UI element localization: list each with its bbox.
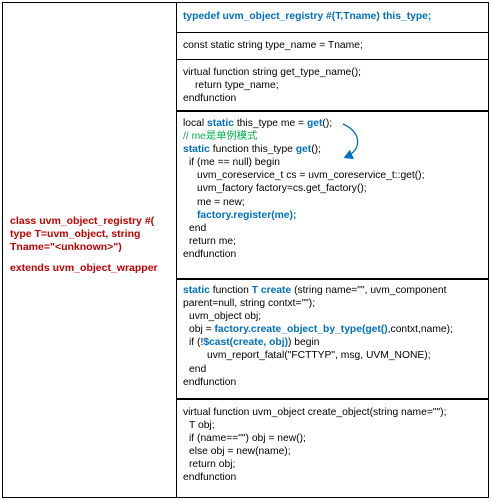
class-declaration-text: class uvm_object_registry #( type T=uvm_… xyxy=(10,215,175,275)
singleton-get-cell: local static this_type me = get(); // me… xyxy=(177,112,489,280)
class-body-panel: typedef uvm_object_registry #(T,Tname) t… xyxy=(177,2,489,498)
code-line: static function this_type get(); xyxy=(183,144,321,156)
code-line: me = new; xyxy=(197,196,245,208)
code-line: static function T create (string name=""… xyxy=(183,285,447,296)
code-line: virtual function string get_type_name(); xyxy=(183,67,361,78)
code-line: T obj; xyxy=(189,420,215,432)
code-line: typedef uvm_object_registry #(T,Tname) t… xyxy=(183,11,432,22)
code-line: uvm_factory factory=cs.get_factory(); xyxy=(197,183,367,195)
extends-line: extends uvm_object_wrapper xyxy=(10,262,158,274)
code-line: if (name=="") obj = new(); xyxy=(189,433,306,445)
diagram-frame xyxy=(2,2,489,498)
class-declaration-panel: class uvm_object_registry #( type T=uvm_… xyxy=(2,2,177,498)
code-line: virtual function uvm_object create_objec… xyxy=(183,407,447,418)
code-line: else obj = new(name); xyxy=(189,446,291,458)
code-line: return type_name; xyxy=(195,80,279,92)
code-line: endfunction xyxy=(183,472,237,484)
code-line: end xyxy=(189,222,207,234)
code-line: if (!$cast(create, obj)) begin xyxy=(189,337,320,349)
code-line: return obj; xyxy=(189,459,236,471)
comment-line: // me是单例模式 xyxy=(183,131,258,143)
create-object-cell: virtual function uvm_object create_objec… xyxy=(177,400,489,498)
code-line: factory.register(me); xyxy=(197,209,297,221)
code-line: if (me == null) begin xyxy=(189,157,281,169)
class-decl-line: class uvm_object_registry #( xyxy=(10,215,155,227)
get-type-name-cell: virtual function string get_type_name();… xyxy=(177,60,489,112)
code-line: return me; xyxy=(189,235,236,247)
typedef-cell: typedef uvm_object_registry #(T,Tname) t… xyxy=(177,2,489,33)
class-decl-line: Tname="<unknown>") xyxy=(10,241,122,253)
code-line: endfunction xyxy=(183,248,237,260)
code-line: uvm_object obj; xyxy=(189,311,262,323)
code-line: endfunction xyxy=(183,376,237,388)
type-name-cell: const static string type_name = Tname; xyxy=(177,33,489,60)
code-line: endfunction xyxy=(183,93,237,105)
code-line: parent=null, string contxt=""); xyxy=(183,298,316,310)
code-line: obj = factory.create_object_by_type(get(… xyxy=(189,324,453,336)
code-line: uvm_report_fatal("FCTTYP", msg, UVM_NONE… xyxy=(207,350,431,362)
code-line: local static this_type me = get(); xyxy=(183,118,333,129)
create-cell: static function T create (string name=""… xyxy=(177,280,489,400)
code-line: uvm_coreservice_t cs = uvm_coreservice_t… xyxy=(197,170,425,182)
code-line: const static string type_name = Tname; xyxy=(183,40,363,51)
code-line: end xyxy=(189,363,207,375)
class-decl-line: type T=uvm_object, string xyxy=(10,228,141,240)
